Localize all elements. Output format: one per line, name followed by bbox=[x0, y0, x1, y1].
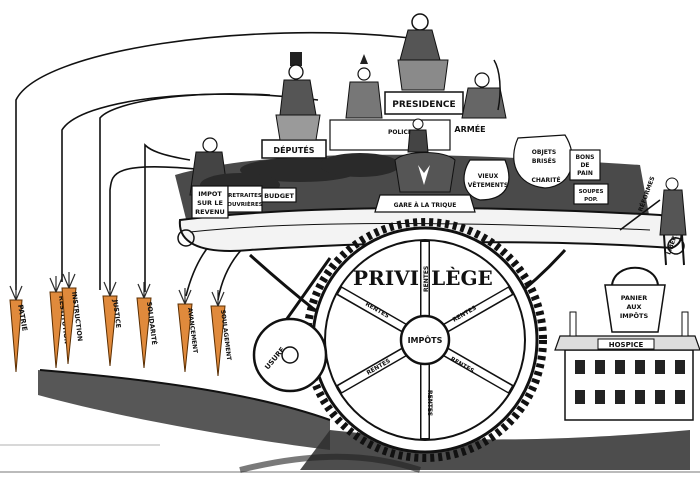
man-with-broom bbox=[619, 177, 687, 266]
svg-text:IMPÔTS: IMPÔTS bbox=[620, 311, 649, 320]
svg-text:VÊTEMENTS: VÊTEMENTS bbox=[468, 181, 508, 189]
svg-text:PANIER: PANIER bbox=[621, 294, 648, 302]
carrot: AVANCEMENT bbox=[177, 288, 199, 373]
svg-text:BRISÉS: BRISÉS bbox=[532, 157, 556, 165]
soldier-figure bbox=[461, 59, 507, 119]
svg-text:SUR LE: SUR LE bbox=[197, 199, 223, 207]
ground bbox=[0, 444, 700, 473]
svg-text:SOUPES: SOUPES bbox=[579, 189, 604, 195]
police-label: POLICE bbox=[388, 129, 412, 136]
svg-text:DE: DE bbox=[580, 162, 589, 169]
gare-trique-sign: GARE À LA TRIQUE bbox=[374, 152, 476, 213]
carrots: PATRIE RESTITUTION INSTRUCTION JUSTICE S… bbox=[9, 272, 232, 377]
svg-text:RETRAITES: RETRAITES bbox=[228, 193, 262, 199]
policeman-figure bbox=[407, 118, 429, 153]
usure-wheel: USURE bbox=[252, 317, 328, 393]
deputy-figure bbox=[275, 52, 321, 141]
svg-text:OUVRIÈRES: OUVRIÈRES bbox=[227, 200, 262, 208]
hospice-building: HOSPICE bbox=[554, 311, 700, 421]
retraites-sign: RETRAITES OUVRIÈRES bbox=[227, 185, 263, 213]
soupes-sign: SOUPES POP. bbox=[573, 183, 609, 205]
svg-text:BUDGET: BUDGET bbox=[264, 192, 294, 200]
carrot: INSTRUCTION bbox=[61, 272, 84, 365]
carrot-label-justice: JUSTICE bbox=[111, 298, 123, 328]
carrot: SOLIDARITÉ bbox=[136, 282, 159, 369]
carrot: JUSTICE bbox=[102, 280, 123, 367]
armee-label: ARMÉE bbox=[454, 123, 485, 134]
spoke-label: RENTES bbox=[423, 266, 430, 292]
svg-text:POP.: POP. bbox=[584, 197, 598, 203]
svg-text:CHARITÉ: CHARITÉ bbox=[531, 176, 560, 184]
top-platforms: PRESIDENCE DÉPUTÉS POLICE ARMÉE CLERGÉ bbox=[189, 13, 507, 196]
presidence-label: PRESIDENCE bbox=[392, 100, 455, 110]
tax-basket: PANIER AUX IMPÔTS bbox=[604, 266, 666, 333]
objets-brises-bag: OBJETS BRISÉS CHARITÉ bbox=[513, 134, 573, 189]
impot-revenu-sign: IMPOT SUR LE REVENU bbox=[191, 185, 229, 219]
wheel-title-left: PRIVI bbox=[353, 266, 419, 290]
carrot-lines bbox=[15, 31, 411, 301]
hospice-label: HOSPICE bbox=[609, 341, 644, 349]
wheel-title-right: LÈGE bbox=[431, 266, 493, 290]
privilege-wheel: RENTES RENTES RENTES RENTES RENTES RENTE… bbox=[303, 218, 547, 462]
carrot: PATRIE bbox=[9, 284, 29, 373]
budget-sign: BUDGET bbox=[261, 187, 297, 203]
carrot: SOULAGEMENT bbox=[210, 290, 232, 377]
president-figure bbox=[397, 13, 449, 91]
svg-text:BONS: BONS bbox=[575, 154, 594, 161]
svg-text:AUX: AUX bbox=[626, 303, 641, 311]
spoke-label: RENTES bbox=[426, 390, 433, 416]
svg-text:IMPOT: IMPOT bbox=[198, 190, 222, 198]
svg-text:GARE À LA TRIQUE: GARE À LA TRIQUE bbox=[394, 202, 457, 209]
deputes-label: DÉPUTÉS bbox=[273, 144, 314, 155]
cleric-figure bbox=[345, 54, 383, 119]
svg-text:PAIN: PAIN bbox=[577, 170, 593, 177]
vieux-vetements-bag: VIEUX VÊTEMENTS bbox=[463, 159, 510, 201]
bons-pain-sign: BONS DE PAIN bbox=[569, 149, 601, 181]
svg-text:VIEUX: VIEUX bbox=[478, 173, 499, 180]
hub-label: IMPÔTS bbox=[408, 334, 443, 345]
svg-text:REVENU: REVENU bbox=[195, 208, 225, 216]
svg-text:OBJETS: OBJETS bbox=[532, 149, 556, 156]
